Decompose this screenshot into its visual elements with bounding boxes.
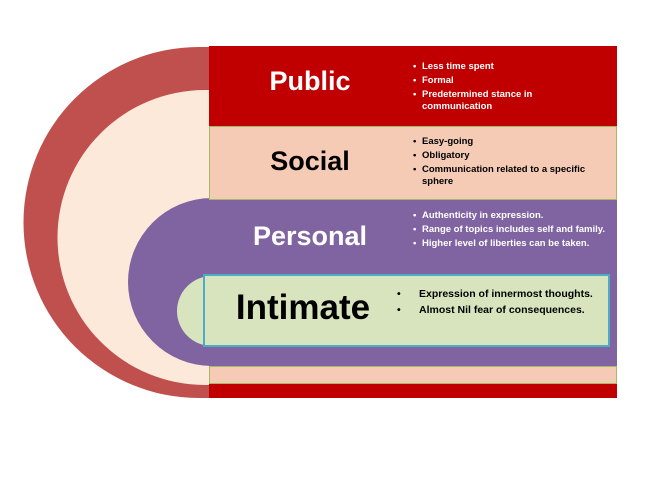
personal-point: Higher level of liberties can be taken. bbox=[413, 238, 611, 250]
social-point: Easy-going bbox=[413, 136, 603, 148]
personal-points: Authenticity in expression. Range of top… bbox=[413, 210, 611, 252]
social-points: Easy-going Obligatory Communication rela… bbox=[413, 136, 603, 190]
intimate-point: Expression of innermost thoughts. bbox=[397, 288, 602, 301]
public-point: Less time spent bbox=[413, 61, 603, 73]
personal-point: Range of topics includes self and family… bbox=[413, 224, 611, 236]
intimate-points: Expression of innermost thoughts. Almost… bbox=[397, 288, 602, 320]
public-point: Formal bbox=[413, 75, 603, 87]
social-point: Obligatory bbox=[413, 150, 603, 162]
social-title: Social bbox=[270, 146, 350, 176]
intimate-title: Intimate bbox=[235, 288, 371, 327]
personal-point: Authenticity in expression. bbox=[413, 210, 611, 222]
social-point: Communication related to a specific sphe… bbox=[413, 164, 603, 188]
public-points: Less time spent Formal Predetermined sta… bbox=[413, 61, 603, 115]
personal-title: Personal bbox=[252, 221, 368, 251]
public-title: Public bbox=[269, 66, 351, 96]
public-point: Predetermined stance in communication bbox=[413, 89, 603, 113]
public-lower-band bbox=[209, 384, 617, 398]
intimate-point: Almost Nil fear of consequences. bbox=[397, 304, 602, 317]
social-lower-band bbox=[209, 366, 617, 384]
